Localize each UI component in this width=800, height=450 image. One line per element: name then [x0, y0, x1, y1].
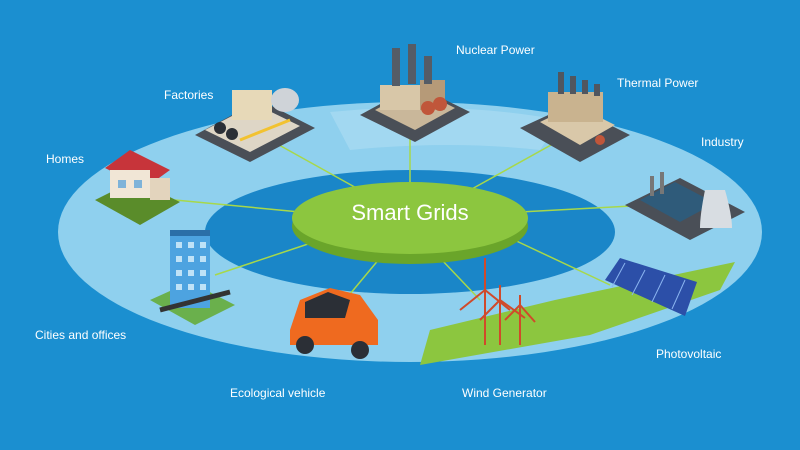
solar-panel-icon: [605, 258, 697, 316]
nuclear-plant-icon: [360, 44, 470, 142]
connector-cities: [214, 239, 321, 276]
industrial-plant-icon: [625, 172, 745, 240]
label-industry: Industry: [701, 135, 744, 149]
hub-disc: [292, 182, 528, 254]
label-cities-and-offices: Cities and offices: [35, 328, 127, 342]
thermal-plant-icon: [520, 72, 630, 162]
hub-title: Smart Grids: [351, 200, 469, 225]
office-building-icon: [150, 230, 235, 325]
electric-car-icon: [290, 288, 378, 359]
connector-photovoltaic: [509, 237, 611, 286]
label-nuclear-power: Nuclear Power: [456, 43, 535, 57]
label-factories: Factories: [164, 88, 214, 102]
label-homes: Homes: [46, 152, 85, 166]
wind-turbine-icon: [459, 258, 536, 345]
connector-wind: [439, 257, 481, 301]
label-ecological-vehicle: Ecological vehicle: [230, 386, 326, 400]
label-wind-generator: Wind Generator: [462, 386, 547, 400]
factory-icon: [195, 88, 315, 162]
label-photovoltaic: Photovoltaic: [656, 347, 722, 361]
house-icon: [95, 150, 180, 225]
connector-thermal: [469, 139, 561, 191]
connector-homes: [174, 199, 301, 213]
connector-factories: [269, 139, 361, 191]
label-thermal-power: Thermal Power: [617, 76, 699, 90]
